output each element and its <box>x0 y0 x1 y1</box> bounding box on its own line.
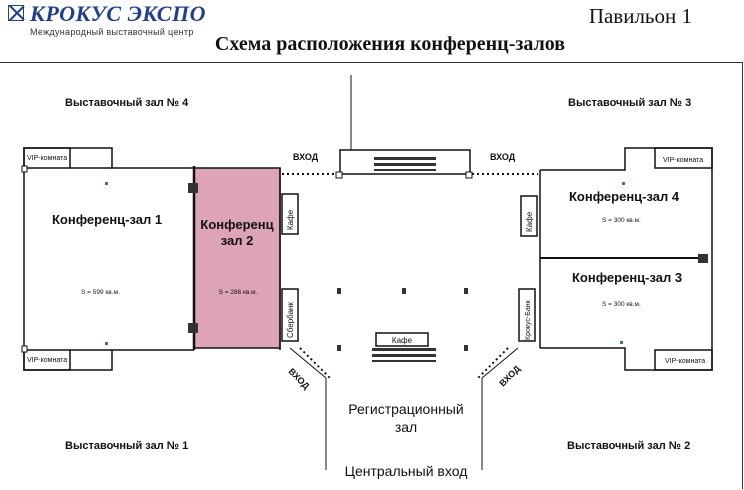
vip-room-nw[interactable] <box>23 147 71 169</box>
center-cafe-label: Кафе <box>392 336 413 345</box>
conference-hall-2-area: S = 286 кв.м. <box>219 289 258 296</box>
vip-room-se-label: VIP-комната <box>665 358 705 365</box>
conference-hall-1-area: S = 599 кв.м. <box>81 289 120 296</box>
conference-hall-2-name-line1[interactable]: Конференц <box>200 217 273 232</box>
conference-hall-4-name[interactable]: Конференц-зал 4 <box>569 189 680 204</box>
top-center-block <box>339 149 471 175</box>
central-entrance-label: Центральный вход <box>345 463 468 479</box>
vip-room-nw-label: VIP-комната <box>27 155 67 162</box>
vip-room-ne[interactable] <box>654 147 713 169</box>
small-markers <box>105 182 625 345</box>
vip-room-se[interactable] <box>654 349 713 371</box>
logo-text: КРОКУС ЭКСПО <box>30 1 206 26</box>
exhibition-hall-1-label: Выставочный зал № 1 <box>65 440 188 452</box>
krokus-bank-label: Крокус-Банк <box>525 299 532 340</box>
cafe-kiosk-left[interactable] <box>281 193 299 235</box>
cafe-right-label: Кафе <box>525 211 534 232</box>
left-block-walls <box>23 147 194 371</box>
registration-hall-label-line1: Регистрационный <box>348 401 463 417</box>
page-title: Схема расположения конференц-залов <box>214 33 566 55</box>
center-cafe[interactable] <box>375 332 429 347</box>
sberbank-kiosk[interactable] <box>281 288 299 342</box>
entry-label-bottom-left: ВХОД <box>287 366 312 391</box>
conference-hall-2-area[interactable] <box>193 167 281 349</box>
vip-room-sw[interactable] <box>23 349 71 371</box>
conference-hall-3-name[interactable]: Конференц-зал 3 <box>572 270 682 285</box>
exhibition-hall-2-label: Выставочный зал № 2 <box>567 440 690 452</box>
escalators <box>372 157 436 362</box>
sberbank-label: Сбербанк <box>286 302 295 338</box>
conference-hall-1-name[interactable]: Конференц-зал 1 <box>52 212 162 227</box>
vip-room-ne-label: VIP-комната <box>663 157 703 164</box>
cafe-left-label: Кафе <box>286 209 295 230</box>
conference-hall-2-name-line2: зал 2 <box>221 233 254 248</box>
exhibition-hall-4-label: Выставочный зал № 4 <box>65 97 189 109</box>
entry-label-top-left: ВХОД <box>293 152 319 162</box>
entry-label-top-right: ВХОД <box>490 152 516 162</box>
entry-label-bottom-right: ВХОД <box>497 363 522 388</box>
conference-hall-4-area: S = 300 кв.м. <box>602 217 641 224</box>
logo-subtitle: Международный выставочный центр <box>30 27 194 37</box>
cafe-kiosk-right[interactable] <box>520 195 538 237</box>
pavilion-label: Павильон 1 <box>588 4 692 28</box>
map-frame <box>0 62 743 489</box>
exhibition-hall-3-label: Выставочный зал № 3 <box>568 97 691 109</box>
door-markers <box>21 165 708 353</box>
krokus-bank-kiosk[interactable] <box>518 288 536 342</box>
registration-hall-label-line2: зал <box>395 419 417 435</box>
right-block-walls <box>540 147 713 371</box>
vip-room-sw-label: VIP-комната <box>27 357 67 364</box>
logo-icon <box>8 5 25 21</box>
conference-hall-3-area: S = 300 кв.м. <box>602 301 641 308</box>
entrance-markings <box>282 173 538 379</box>
